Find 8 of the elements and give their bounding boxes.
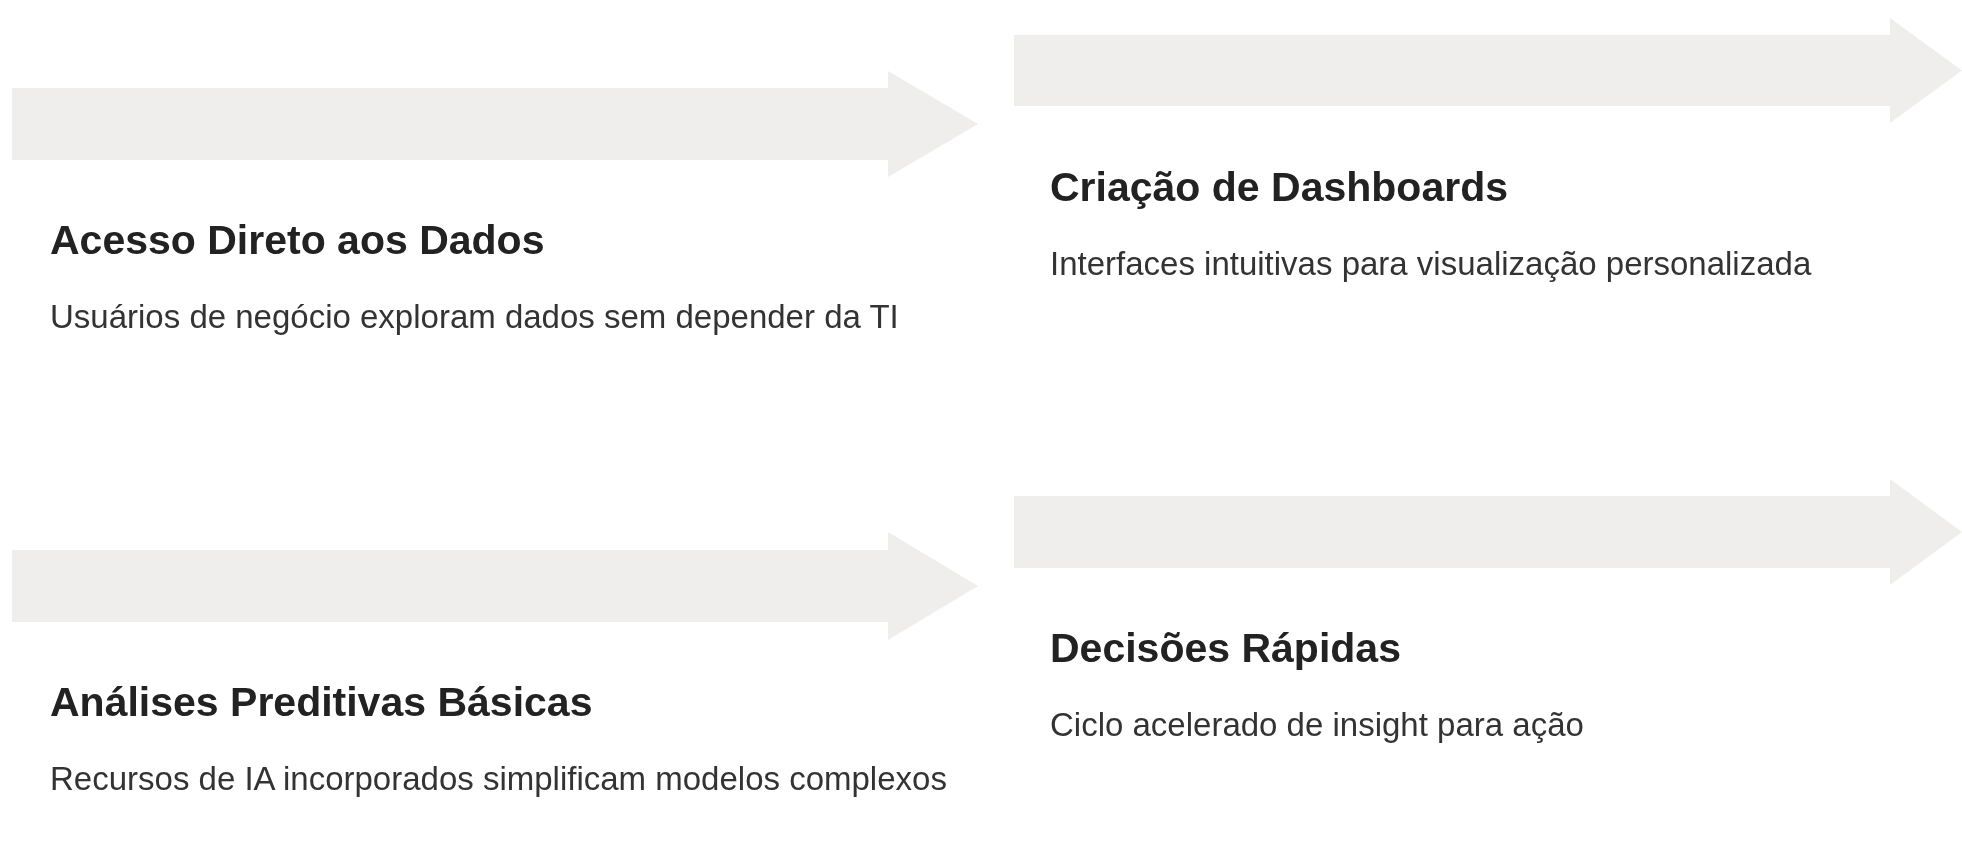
card-title: Análises Preditivas Básicas bbox=[50, 678, 593, 727]
card-title: Acesso Direto aos Dados bbox=[50, 216, 545, 265]
card-title: Criação de Dashboards bbox=[1050, 163, 1508, 212]
card-description: Interfaces intuitivas para visualização personalizada bbox=[1050, 244, 1813, 284]
card-title: Decisões Rápidas bbox=[1050, 624, 1401, 673]
card-description: Usuários de negócio exploram dados sem depender da TI bbox=[50, 297, 900, 337]
card-description: Recursos de IA incorporados simplificam modelos complexos bbox=[50, 759, 948, 799]
card-description: Ciclo acelerado de insight para ação bbox=[1050, 705, 1585, 745]
